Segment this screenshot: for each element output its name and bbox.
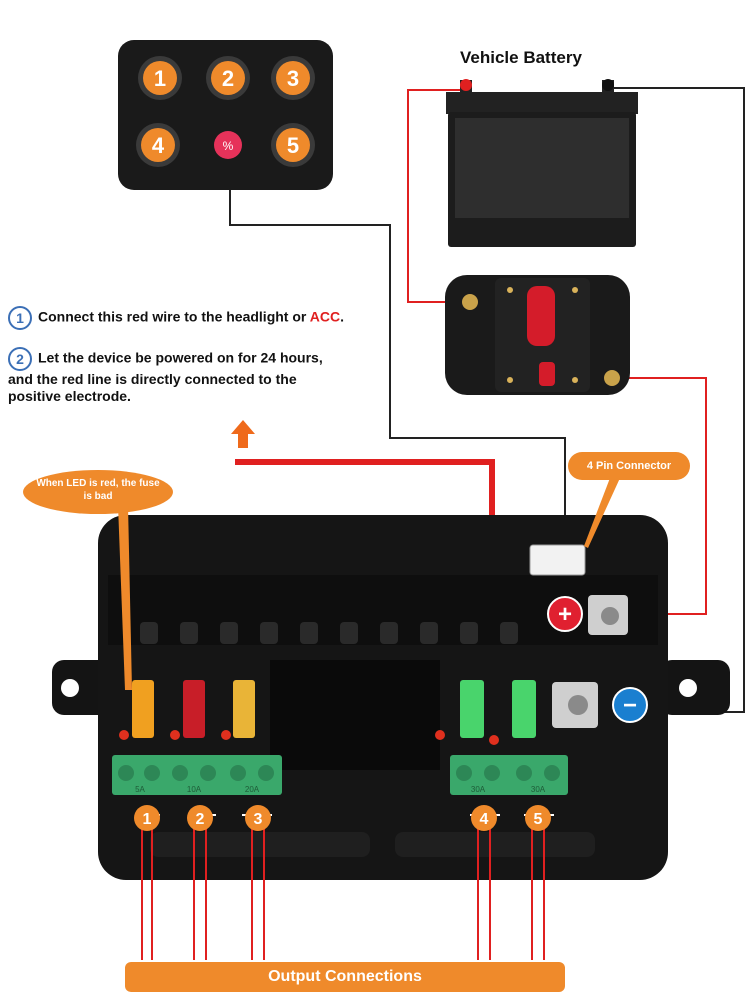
fuse-rating-3: 20A	[245, 785, 260, 794]
led-callout	[23, 470, 173, 690]
connector-callout	[568, 452, 690, 548]
output-connections-banner: Output Connections	[125, 962, 565, 992]
fuse-rating-4: 30A	[471, 785, 486, 794]
switch-panel: % 1 2 3 4 5	[118, 40, 333, 190]
output-label-4: 4	[480, 811, 489, 828]
fuse-rating-5: 30A	[531, 785, 546, 794]
circuit-breaker	[445, 275, 630, 395]
switch-button-5[interactable]	[271, 123, 315, 167]
led-callout-text: When LED is red, the fuse is bad	[36, 478, 160, 502]
battery-positive-terminal	[460, 79, 472, 91]
wire-panel-to-connector	[229, 188, 566, 545]
switch-button-2[interactable]	[206, 56, 250, 100]
note-1-text: Connect this red wire to the headlight o…	[38, 308, 310, 325]
note-2-line-3: positive electrode.	[8, 388, 131, 404]
note-1-acc: ACC	[309, 308, 341, 325]
switch-label-4: 4	[152, 133, 165, 158]
connector-callout-text: 4 Pin Connector	[586, 460, 672, 472]
led-indicators	[119, 730, 499, 745]
note-2: 2 Let the device be powered on for 24 hou…	[8, 347, 323, 405]
battery-negative-terminal	[602, 79, 614, 91]
terminal-blocks	[112, 755, 568, 795]
negative-symbol: −	[623, 692, 637, 719]
note-1-number: 1	[8, 306, 32, 330]
note-2-line-1: Let the device be powered on for 24 hour…	[38, 349, 323, 366]
note-1-end: .	[340, 308, 344, 325]
fuse-rating-1: 5A	[135, 785, 145, 794]
switch-button-4[interactable]	[136, 123, 180, 167]
up-arrow-icon	[231, 420, 255, 448]
output-label-3: 3	[254, 811, 263, 828]
switch-label-5: 5	[287, 133, 299, 158]
negative-post	[552, 682, 598, 728]
battery-title: Vehicle Battery	[460, 48, 582, 67]
note-2-line-2: and the red line is directly connected t…	[8, 371, 297, 387]
switch-label-2: 2	[222, 66, 234, 91]
vehicle-battery	[446, 79, 638, 247]
fuse-slots	[132, 680, 536, 738]
output-badges	[134, 805, 551, 831]
positive-symbol: +	[558, 601, 572, 628]
note-1: 1 Connect this red wire to the headlight …	[8, 306, 344, 330]
switch-button-3[interactable]	[271, 56, 315, 100]
power-indicator: %	[214, 131, 242, 159]
four-pin-connector	[529, 544, 586, 576]
output-label-2: 2	[196, 811, 205, 828]
fuse-rating-2: 10A	[187, 785, 202, 794]
switch-label-1: 1	[154, 66, 166, 91]
switch-label-3: 3	[287, 66, 299, 91]
output-label-5: 5	[534, 811, 543, 828]
svg-text:%: %	[223, 139, 234, 153]
positive-post	[588, 595, 628, 635]
positive-icon: +	[547, 596, 583, 632]
switch-button-1[interactable]	[138, 56, 182, 100]
wire-battery-positive-to-breaker	[407, 89, 470, 303]
negative-icon: −	[612, 687, 648, 723]
note-2-number: 2	[8, 347, 32, 371]
output-label-1: 1	[143, 811, 152, 828]
